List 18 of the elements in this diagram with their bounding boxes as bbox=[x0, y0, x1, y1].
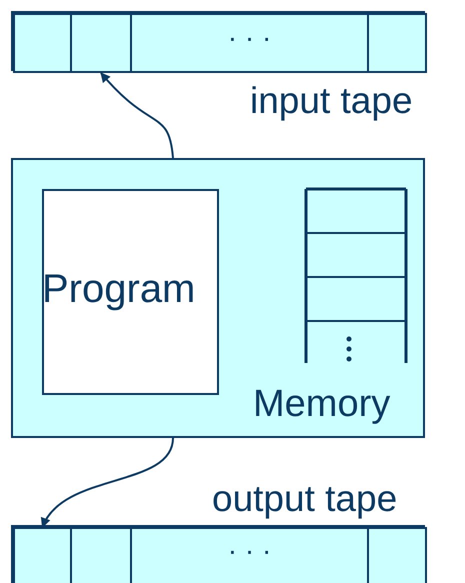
tape-cell bbox=[367, 527, 427, 583]
machine-box bbox=[11, 158, 425, 438]
program-label: Program bbox=[42, 269, 196, 309]
curved-arrow bbox=[42, 438, 174, 528]
tape-cell bbox=[13, 527, 72, 583]
tape-cell bbox=[13, 13, 72, 73]
memory-label: Memory bbox=[253, 385, 390, 423]
tape-cell bbox=[70, 13, 132, 73]
tape-cell bbox=[367, 13, 427, 73]
tape-label: input tape bbox=[250, 82, 413, 119]
tape-cell bbox=[70, 527, 132, 583]
tape bbox=[11, 11, 425, 71]
tape-cell: · · · bbox=[130, 527, 369, 583]
tape bbox=[11, 525, 425, 583]
program-box bbox=[42, 189, 219, 395]
tape-label: output tape bbox=[212, 480, 398, 517]
tape-cell: · · · bbox=[130, 13, 369, 73]
curved-arrow bbox=[100, 72, 174, 158]
